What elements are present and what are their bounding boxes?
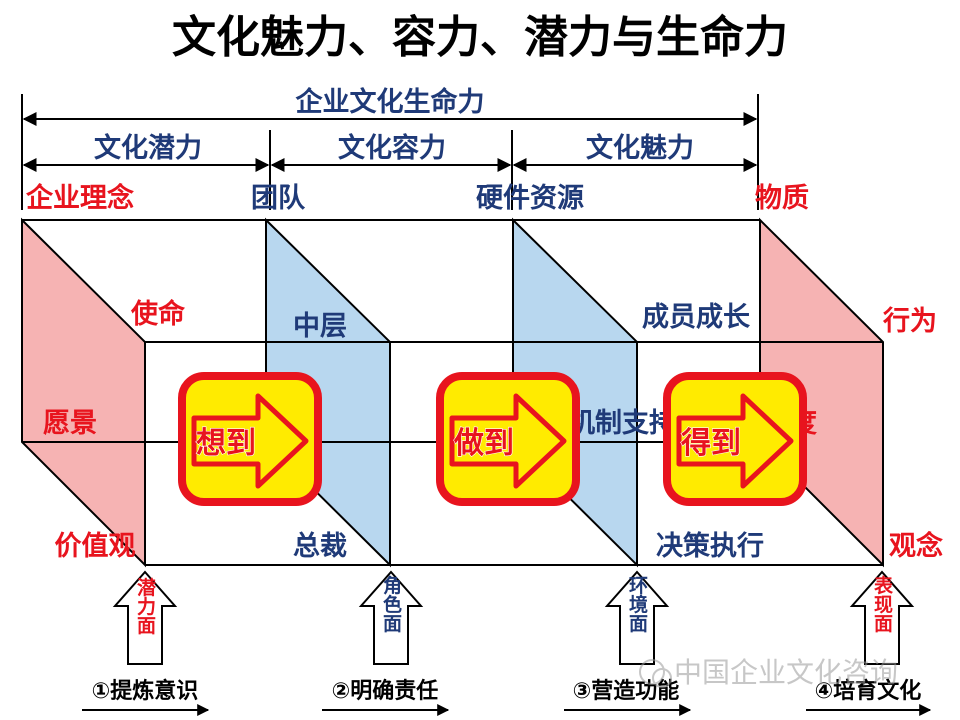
panel1-bottom-label: 价值观 xyxy=(55,531,136,562)
action-arrow-do-label: 做到 xyxy=(453,426,514,461)
panel3-mid-label: 机制支持 xyxy=(568,408,676,439)
wechat-logo-icon xyxy=(639,659,665,685)
panel-face-concept xyxy=(21,217,146,568)
action-arrow-do: 做到 xyxy=(436,372,580,506)
column-head-material: 物质 xyxy=(755,183,809,214)
step-1-label: ①提炼意识 xyxy=(92,678,199,704)
column-head-hardware: 硬件资源 xyxy=(476,183,584,214)
bottom-arrow-environment-label: 环境面 xyxy=(626,576,648,633)
panel3-top-label: 成员成长 xyxy=(642,302,751,333)
step-2-label: ②明确责任 xyxy=(332,678,439,704)
panel3-bottom-label: 决策执行 xyxy=(656,530,764,562)
action-arrow-think-label: 想到 xyxy=(196,426,256,461)
panel1-top-label: 使命 xyxy=(130,298,186,330)
prism-outline xyxy=(22,219,883,566)
watermark-text: 中国企业文化咨询 xyxy=(674,656,898,689)
bottom-arrow-environment: 环境面 xyxy=(604,570,670,665)
panel1-mid-label: 愿景 xyxy=(43,408,97,439)
column-head-team: 团队 xyxy=(251,183,306,214)
watermark: 中国企业文化咨询 xyxy=(639,656,898,689)
bottom-arrow-expression: 表现面 xyxy=(849,570,915,665)
panel2-bottom-label: 总裁 xyxy=(293,531,347,562)
action-arrow-think: 想到 xyxy=(178,372,322,506)
step-3-label: ③营造功能 xyxy=(573,678,680,704)
top-span-label: 企业文化生命力 xyxy=(296,86,485,118)
bottom-arrow-expression-label: 表现面 xyxy=(871,574,893,632)
page-title: 文化魅力、容力、潜力与生命力 xyxy=(172,12,788,63)
step-4-label: ④培育文化 xyxy=(815,678,922,704)
span-lines xyxy=(21,94,759,210)
action-arrow-gain-label: 得到 xyxy=(680,426,741,461)
action-arrow-gain: 得到 xyxy=(663,372,807,506)
bottom-arrow-potential: 潜力面 xyxy=(112,570,178,665)
panel4-bottom-label: 观念 xyxy=(889,530,943,562)
segment-label-potential: 文化潜力 xyxy=(94,132,202,164)
bottom-arrow-potential-label: 潜力面 xyxy=(134,576,156,634)
bottom-arrow-role-label: 角色面 xyxy=(380,574,402,632)
bottom-arrow-role: 角色面 xyxy=(358,570,424,665)
segment-label-capacity: 文化容力 xyxy=(338,132,446,164)
segment-label-charm: 文化魅力 xyxy=(586,132,694,164)
panel2-top-label: 中层 xyxy=(293,311,347,342)
column-head-concept: 企业理念 xyxy=(26,182,134,214)
panel4-top-label: 行为 xyxy=(882,305,937,337)
